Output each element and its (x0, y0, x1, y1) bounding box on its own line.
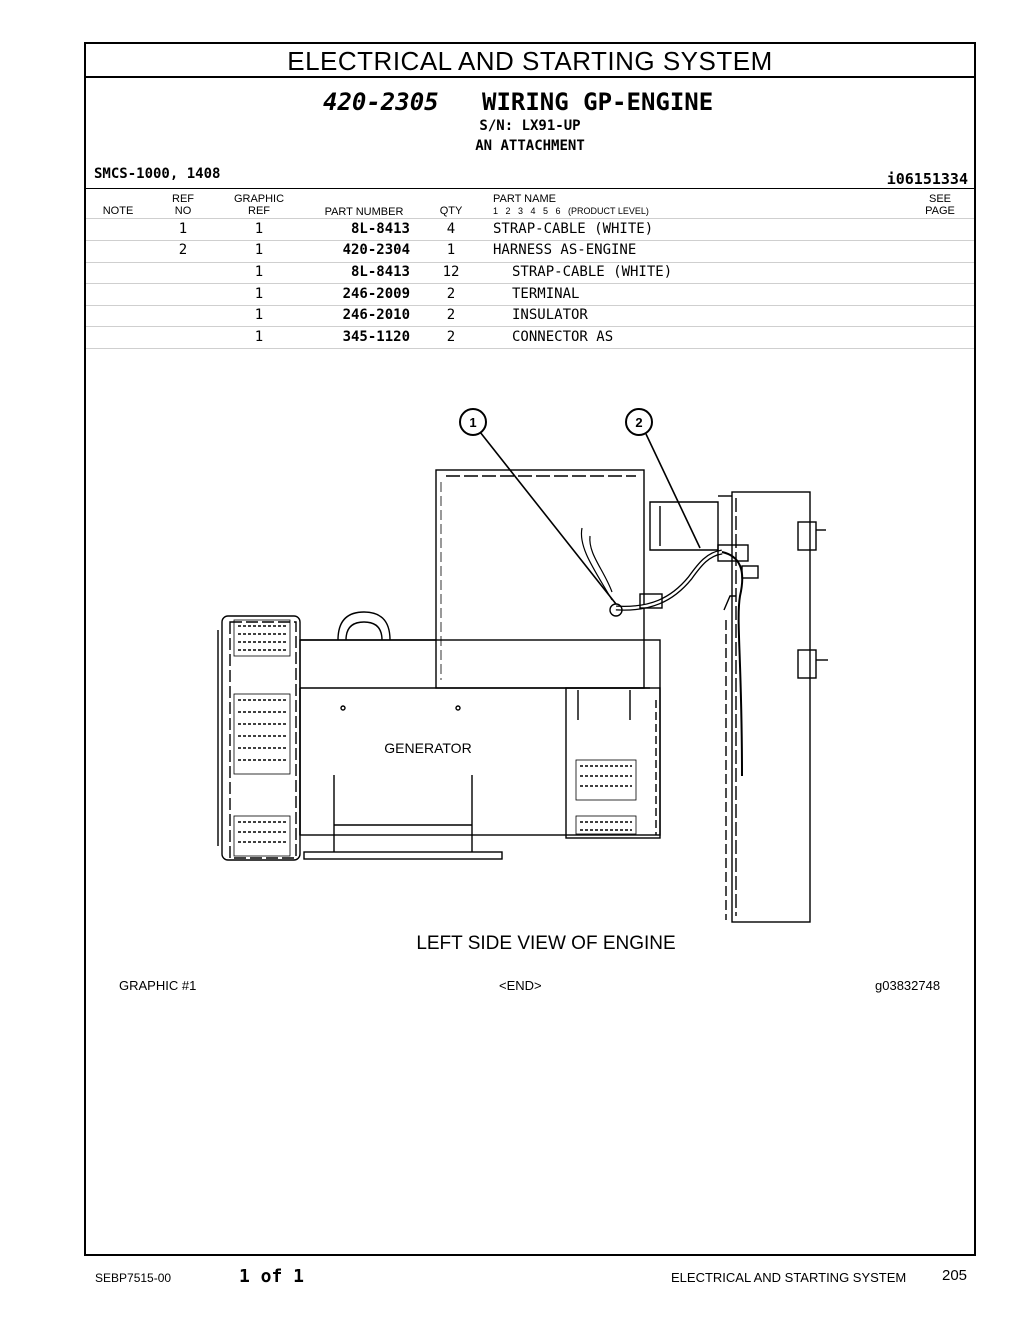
row-part-name: CONNECTOR AS (512, 329, 614, 345)
end-marker: <END> (499, 978, 542, 993)
control-panel-outline (435, 469, 645, 689)
row-part-name: INSULATOR (512, 307, 588, 323)
row-part-name: TERMINAL (512, 286, 580, 302)
row-graphic-ref: 1 (254, 329, 264, 345)
row-divider (86, 240, 974, 241)
row-divider (86, 283, 974, 284)
row-part-name: HARNESS AS-ENGINE (493, 242, 637, 258)
page-frame: ELECTRICAL AND STARTING SYSTEM 420-2305 … (84, 42, 976, 1256)
group-part-number: 420-2305 (323, 88, 439, 116)
row-part-name: STRAP-CABLE (WHITE) (512, 264, 673, 280)
row-qty: 1 (446, 242, 456, 258)
graphic-id: g03832748 (875, 978, 941, 993)
col-ref-line2: NO (174, 205, 192, 217)
callout-1-circle (459, 408, 487, 436)
row-divider (86, 326, 974, 327)
row-ref: 2 (178, 242, 188, 258)
row-part-number[interactable]: 246-2009 (342, 286, 410, 302)
section-title: ELECTRICAL AND STARTING SYSTEM (86, 44, 974, 78)
vent-grilles (233, 619, 637, 857)
row-graphic-ref: 1 (254, 286, 264, 302)
row-qty: 12 (442, 264, 460, 280)
terminal-box (565, 687, 661, 839)
connector-1 (639, 593, 663, 609)
header-rule (86, 188, 974, 189)
attachment-note: AN ATTACHMENT (475, 138, 585, 154)
leader-line-1 (479, 431, 617, 605)
document-number: SEBP7515-00 (95, 1271, 172, 1285)
row-graphic-ref: 1 (254, 307, 264, 323)
col-part-name: PART NAME (493, 193, 556, 205)
row-part-number[interactable]: 420-2304 (342, 242, 410, 258)
row-part-number[interactable]: 345-1120 (342, 329, 410, 345)
row-qty: 2 (446, 307, 456, 323)
col-ref-line1: REF (172, 193, 194, 205)
row-qty: 2 (446, 286, 456, 302)
callout-2-label: 2 (635, 415, 642, 430)
col-graphic-line2: REF (248, 205, 270, 217)
callout-2-circle (625, 408, 653, 436)
fan-end-housing (221, 615, 301, 861)
row-qty: 2 (446, 329, 456, 345)
col-graphic-line1: GRAPHIC (233, 193, 285, 205)
col-see-line2: PAGE (925, 205, 955, 217)
page-of-label: 1 of 1 (239, 1266, 305, 1287)
row-divider (86, 305, 974, 306)
row-part-number[interactable]: 246-2010 (342, 307, 410, 323)
col-see-line1: SEE (928, 193, 951, 205)
group-name: WIRING GP-ENGINE (482, 88, 714, 116)
engine-block-outline (731, 491, 811, 923)
col-note: NOTE (102, 205, 134, 217)
generator-housing (299, 639, 661, 836)
page-number: 205 (942, 1267, 968, 1284)
generator-base (303, 851, 503, 860)
footer-section-title: ELECTRICAL AND STARTING SYSTEM (671, 1270, 907, 1285)
row-qty: 4 (446, 221, 456, 237)
generator-label: GENERATOR (384, 740, 471, 756)
row-part-number[interactable]: 8L-8413 (350, 221, 410, 237)
col-qty: QTY (439, 205, 463, 217)
column-rule (86, 218, 974, 219)
graphic-number: GRAPHIC #1 (119, 978, 197, 993)
vent-slats (238, 625, 632, 843)
serial-range: S/N: LX91-UP (479, 118, 581, 134)
row-divider (86, 262, 974, 263)
row-part-number[interactable]: 8L-8413 (350, 264, 410, 280)
row-graphic-ref: 1 (254, 221, 264, 237)
view-caption: LEFT SIDE VIEW OF ENGINE (416, 933, 675, 954)
col-product-level: 1 2 3 4 5 6 (PRODUCT LEVEL) (493, 206, 649, 216)
smcs-code: SMCS-1000, 1408 (94, 166, 221, 182)
document-identifier: i06151334 (886, 170, 968, 188)
row-part-name: STRAP-CABLE (WHITE) (493, 221, 654, 237)
col-part-number: PART NUMBER (324, 206, 404, 218)
connector-2 (717, 544, 749, 562)
row-graphic-ref: 1 (254, 264, 264, 280)
row-ref: 1 (178, 221, 188, 237)
callout-1-label: 1 (469, 415, 476, 430)
row-divider (86, 348, 974, 349)
row-graphic-ref: 1 (254, 242, 264, 258)
leader-line-2 (645, 433, 701, 549)
